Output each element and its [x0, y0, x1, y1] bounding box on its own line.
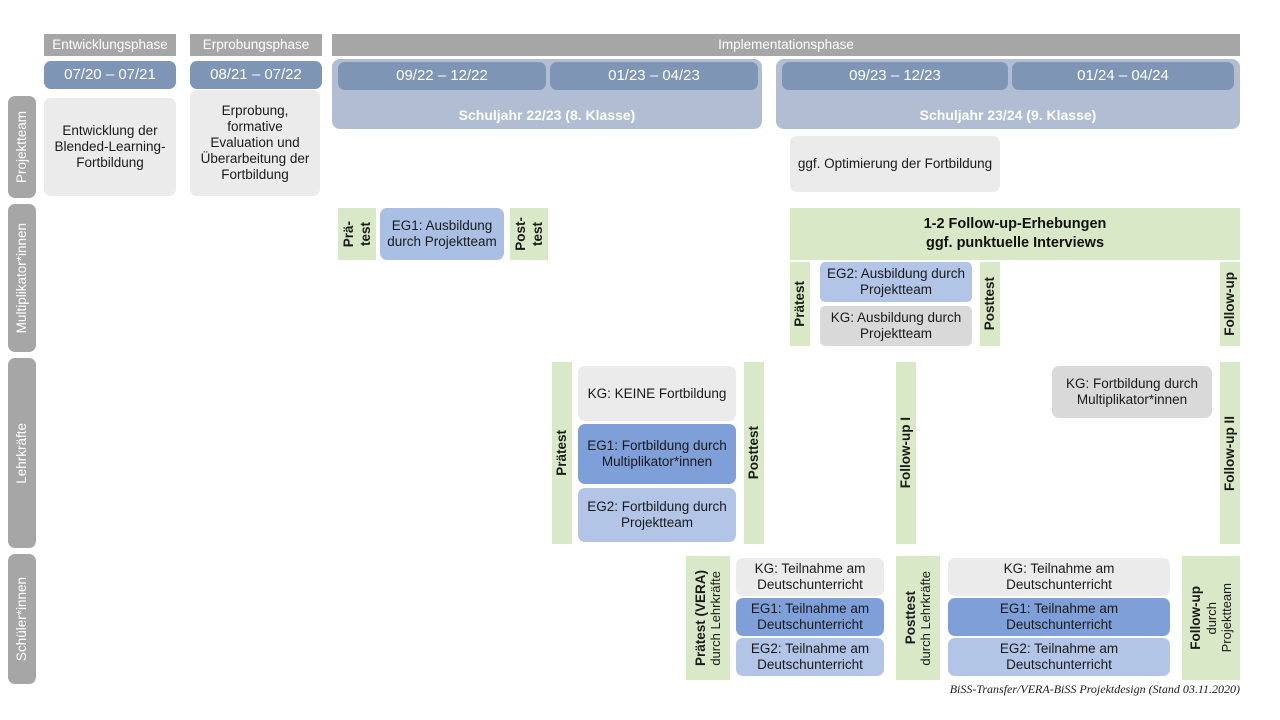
period-chip-0123-0423: 01/23 – 04/23: [550, 62, 758, 90]
phase-label: Entwicklungsphase: [52, 37, 168, 53]
phase-label: Implementationsphase: [718, 37, 854, 53]
posttest-line2: test: [529, 221, 545, 246]
praetest-main-label: Prätest (VERA): [692, 569, 708, 667]
multiplikatoren-praetest2-strip: Prätest: [790, 262, 810, 346]
box-text: KG: Teilnahme am Deutschunterricht: [1003, 561, 1115, 592]
row-label-schuelerinnen: Schüler*innen: [8, 554, 36, 684]
schueler-posttest-strip: Posttest durch Lehrkräfte: [896, 556, 940, 680]
phase-label: Erprobungsphase: [202, 37, 310, 53]
posttest-sub-label: durch Lehrkräfte: [918, 570, 934, 666]
period-label: 09/23 – 12/23: [849, 67, 941, 85]
box-text: Erprobung, formative Evaluation und Über…: [200, 103, 310, 182]
period-chip-0922-1222: 09/22 – 12/22: [338, 62, 546, 90]
row-label-text: Schüler*innen: [14, 576, 30, 662]
box-text: EG2: Fortbildung durch Projektteam: [587, 499, 727, 530]
followup-sub-label-1: durch: [1203, 601, 1219, 635]
footer-source-note: BiSS-Transfer/VERA-BiSS Projektdesign (S…: [640, 682, 1240, 697]
praetest-sub-label: durch Lehrkräfte: [708, 570, 724, 666]
period-label: 07/20 – 07/21: [64, 66, 156, 84]
period-chip-0124-0424: 01/24 – 04/24: [1012, 62, 1234, 90]
row-label-text: Multiplikator*innen: [14, 222, 30, 334]
followup2-label: Follow-up II: [1222, 415, 1238, 491]
box-text: KG: Fortbildung durch Multiplikator*inne…: [1065, 376, 1199, 407]
praetest-line1: Prä-: [341, 220, 356, 248]
praetest-label: Prätest: [554, 430, 570, 476]
schueler-right-eg2-box: EG2: Teilnahme am Deutschunterricht: [948, 638, 1170, 676]
multiplikatoren-eg1-box: EG1: Ausbildung durch Projektteam: [380, 208, 504, 260]
row-label-text: Projektteam: [14, 110, 30, 184]
period-label: 08/21 – 07/22: [210, 66, 302, 84]
phase-band-erprobungsphase: Erprobungsphase: [190, 34, 322, 56]
schueler-left-eg1-box: EG1: Teilnahme am Deutschunterricht: [736, 598, 884, 636]
box-text: ggf. Optimierung der Fortbildung: [797, 156, 993, 172]
schueler-right-kg-box: KG: Teilnahme am Deutschunterricht: [948, 558, 1170, 596]
multiplikatoren-eg2-box: EG2: Ausbildung durch Projektteam: [820, 262, 972, 302]
schueler-right-eg1-box: EG1: Teilnahme am Deutschunterricht: [948, 598, 1170, 636]
projektteam-erprobung-box: Erprobung, formative Evaluation und Über…: [190, 90, 320, 196]
lehrkraefte-posttest-strip: Posttest: [744, 362, 764, 544]
box-text: EG1: Teilnahme am Deutschunterricht: [999, 601, 1119, 632]
followup-sub-label-2: Projektteam: [1218, 583, 1234, 653]
period-chip-0923-1223: 09/23 – 12/23: [782, 62, 1008, 90]
multiplikatoren-followup-strip: Follow-up: [1220, 262, 1240, 346]
projektteam-optimierung-box: ggf. Optimierung der Fortbildung: [790, 136, 1000, 192]
box-text: KG: Teilnahme am Deutschunterricht: [754, 561, 866, 592]
phase-band-entwicklungsphase: Entwicklungsphase: [44, 34, 176, 56]
period-chip-0720-0721: 07/20 – 07/21: [44, 61, 176, 89]
followup-main-label: Follow-up: [1188, 586, 1204, 650]
box-text: EG2: Teilnahme am Deutschunterricht: [750, 641, 870, 672]
lehrkraefte-followup-2-strip: Follow-up II: [1220, 362, 1240, 544]
praetest-line2: test: [357, 221, 373, 246]
followup1-label: Follow-up I: [898, 417, 914, 489]
schueler-praetest-strip: Prätest (VERA) durch Lehrkräfte: [686, 556, 730, 680]
lehrkraefte-eg2-box: EG2: Fortbildung durch Projektteam: [578, 488, 736, 542]
period-chip-0821-0722: 08/21 – 07/22: [190, 61, 322, 89]
posttest2-label: Posttest: [982, 277, 998, 331]
period-label: 09/22 – 12/22: [396, 67, 488, 85]
posttest-line1: Post-: [513, 217, 528, 251]
lehrkraefte-followup-1-strip: Follow-up I: [896, 362, 916, 544]
multiplikatoren-praetest-strip: Prä- test: [338, 208, 376, 260]
posttest-label: Posttest: [746, 426, 762, 480]
lehrkraefte-kg-multi-box: KG: Fortbildung durch Multiplikator*inne…: [1052, 366, 1212, 418]
schueler-left-kg-box: KG: Teilnahme am Deutschunterricht: [736, 558, 884, 596]
box-text: KG: Ausbildung durch Projektteam: [830, 310, 962, 341]
schueler-left-eg2-box: EG2: Teilnahme am Deutschunterricht: [736, 638, 884, 676]
school-year-label: Schuljahr 22/23 (8. Klasse): [458, 107, 636, 123]
multiplikatoren-posttest-strip: Post- test: [510, 208, 548, 260]
box-text: EG1: Fortbildung durch Multiplikator*inn…: [587, 438, 727, 469]
followup-label: Follow-up: [1222, 272, 1238, 336]
lehrkraefte-eg1-box: EG1: Fortbildung durch Multiplikator*inn…: [578, 424, 736, 484]
box-text: EG1: Teilnahme am Deutschunterricht: [750, 601, 870, 632]
lehrkraefte-kg-keine-box: KG: KEINE Fortbildung: [578, 366, 736, 421]
period-label: 01/23 – 04/23: [608, 67, 700, 85]
schueler-followup-strip: Follow-up durch Projektteam: [1182, 556, 1240, 680]
praetest2-label: Prätest: [792, 281, 808, 327]
posttest-main-label: Posttest: [902, 591, 918, 645]
row-label-projektteam: Projektteam: [8, 96, 36, 198]
multiplikatoren-kg-box: KG: Ausbildung durch Projektteam: [820, 306, 972, 346]
lehrkraefte-praetest-strip: Prätest: [552, 362, 572, 544]
row-label-lehrkraefte: Lehrkräfte: [8, 358, 36, 548]
box-text: EG1: Ausbildung durch Projektteam: [387, 218, 497, 249]
box-text: Entwicklung der Blended-Learning-Fortbil…: [54, 123, 166, 170]
box-text: EG2: Teilnahme am Deutschunterricht: [999, 641, 1119, 672]
banner-line-2: ggf. punktuelle Interviews: [925, 235, 1105, 251]
multiplikatoren-posttest2-strip: Posttest: [980, 262, 1000, 346]
period-label: 01/24 – 04/24: [1077, 67, 1169, 85]
multiplikatoren-followup-banner: 1-2 Follow-up-Erhebungen ggf. punktuelle…: [790, 208, 1240, 260]
box-text: EG2: Ausbildung durch Projektteam: [826, 266, 966, 297]
phase-band-implementationsphase: Implementationsphase: [332, 34, 1240, 56]
row-label-multiplikatorinnen: Multiplikator*innen: [8, 204, 36, 352]
box-text: KG: KEINE Fortbildung: [587, 385, 727, 401]
row-label-text: Lehrkräfte: [14, 422, 30, 484]
footer-text: BiSS-Transfer/VERA-BiSS Projektdesign (S…: [949, 682, 1240, 696]
projektteam-entwicklung-box: Entwicklung der Blended-Learning-Fortbil…: [44, 98, 176, 196]
banner-line-1: 1-2 Follow-up-Erhebungen: [923, 216, 1107, 233]
school-year-label: Schuljahr 23/24 (9. Klasse): [919, 107, 1097, 123]
